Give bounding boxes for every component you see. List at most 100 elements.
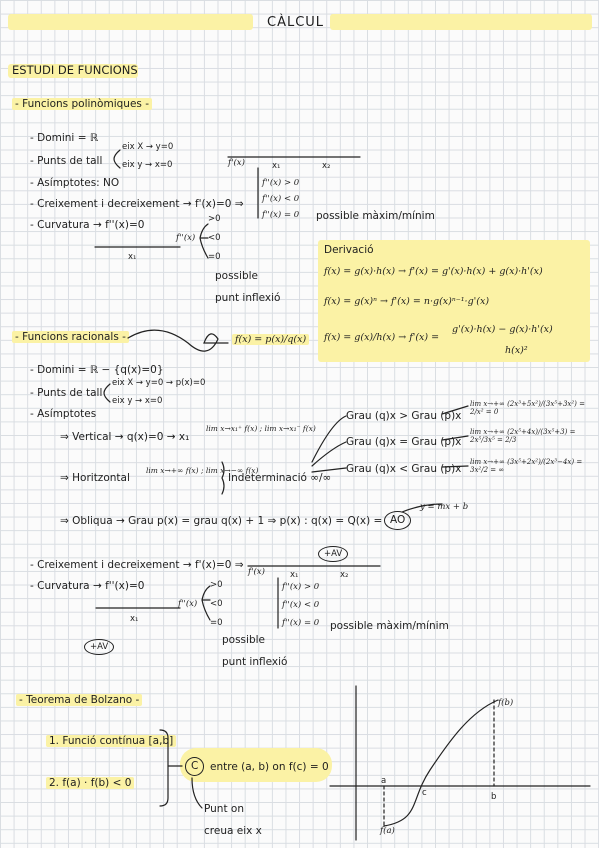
page-title: CÀLCUL [267,15,325,30]
rational-table-f: f'(x) [248,567,265,577]
branch-1 [311,415,347,463]
rational-tall-x: eix X → y=0 → p(x)=0 [112,378,206,388]
rational-lim-3: lim x→+∞ (3x⁵+2x²)/(2x³−4x) = 3x²/2 = ∞ [470,458,583,474]
rational-tall-brace [103,383,111,403]
rational-grau-1: Grau (q)x > Grau (p)x [346,410,462,422]
derivacio-rule3-den: h(x)² [505,345,528,356]
poly-curv-f: f''(x) [176,233,196,243]
lim-arrow-1 [441,405,469,415]
bolzano-bracket [159,729,169,807]
rational-cond1: f''(x) > 0 [282,582,320,592]
rational-lim-2: lim x→+∞ (2x⁵+4x)/(3x⁵+3) = 2x⁵/3x⁵ = 2/… [470,428,576,444]
rational-inflexio-1: possible [222,634,265,646]
rational-grau-2: Grau (q)x = Grau (p)x [346,436,462,448]
derivacio-highlight [318,240,590,362]
rational-curvatura: - Curvatura → f''(x)=0 [30,580,145,592]
derivacio-rule3-num: g'(x)·h(x) − g(x)·h'(x) [452,324,553,335]
derivacio-title: Derivació [324,244,374,256]
derivacio-rule3-lhs: f(x) = g(x)/h(x) → f'(x) = [324,332,440,343]
poly-tall-brace [113,149,121,169]
rational-punts-tall: - Punts de tall [30,387,103,399]
bolzano-graph-c: c [422,788,427,798]
rational-curv-lt0: <0 [210,599,223,609]
rational-domini: - Domini = ℝ − {q(x)=0} [30,364,164,376]
bolzano-c: C [185,757,205,776]
bolzano-result-highlight [180,748,332,782]
rational-swoosh [127,329,229,352]
rational-ao-eq: y = mx + b [420,502,469,512]
poly-curv-lt0: <0 [208,233,221,243]
bolzano-graph-b: b [491,792,497,802]
bolzano-graph-fa: f(a) [380,826,395,836]
rational-curv-gt0: >0 [210,580,223,590]
lim-arrow-2 [441,435,469,441]
rational-fx: f(x) = p(x)/q(x) [232,334,310,345]
lim-arrow-3 [441,465,469,468]
poly-inflexio-1: possible [215,270,258,282]
branch-2 [311,441,347,467]
poly-table-x2: x₂ [322,161,331,171]
rational-vertical: ⇒ Vertical → q(x)=0 → x₁ [60,431,190,443]
poly-creixement: - Creixement i decreixement → f'(x)=0 ⇒ [30,198,244,210]
graph-curve [383,699,499,827]
rational-section-title: - Funcions racionals - [12,331,129,343]
rational-av-top: +AV [318,546,349,562]
poly-cond3: f''(x) = 0 [262,210,300,220]
rational-hor-lims: lim x→+∞ f(x) ; lim x→−∞ f(x) [146,466,259,475]
poly-curv-brace [199,223,209,259]
rational-cond3: f''(x) = 0 [282,618,320,628]
rational-ao: AO [384,511,412,530]
rational-table-x2: x₂ [340,570,349,580]
bolzano-cond-2: 2. f(a) · f(b) < 0 [46,777,135,789]
rational-obliqua: ⇒ Obliqua → Grau p(x) = grau q(x) + 1 ⇒ … [60,515,383,527]
bolzano-punt-arrow [191,777,203,809]
poly-table-x1: x₁ [272,161,281,171]
rational-curv-f: f''(x) [178,599,198,609]
hor-brace [221,461,225,495]
poly-curv-eq0: =0 [208,252,221,262]
poly-tall-x: eix X → y=0 [122,142,174,152]
heading-highlight [8,64,138,78]
bolzano-punt-2: creua eix x [204,825,262,837]
rational-curv-x1: x₁ [130,614,139,624]
poly-section-title: - Funcions polinòmiques - [12,98,153,110]
poly-table-f: f'(x) [228,158,245,168]
poly-asimptotes: - Asímptotes: NO [30,177,120,189]
bolzano-section-title: - Teorema de Bolzano - [16,694,143,706]
bolzano-punt-1: Punt on [204,803,244,815]
poly-cond2: f''(x) < 0 [262,194,300,204]
derivacio-rule2: f(x) = g(x)ⁿ → f'(x) = n·g(x)ⁿ⁻¹·g'(x) [324,296,490,307]
rational-inflexio-2: punt inflexió [222,656,288,668]
rational-max-min: possible màxim/mínim [330,620,449,632]
rational-av-bottom: +AV [84,639,115,655]
poly-cond1: f''(x) > 0 [262,178,300,188]
poly-curv-gt0: >0 [208,214,221,224]
poly-domini: - Domini = ℝ [30,132,99,144]
rational-curv-eq0: =0 [210,618,223,628]
rational-asimptotes: - Asímptotes [30,408,97,420]
rational-table-x1: x₁ [290,570,299,580]
rational-horitzontal: ⇒ Horitzontal [60,472,130,484]
branch-3 [311,467,347,473]
rational-cond2: f''(x) < 0 [282,600,320,610]
rational-tall-y: eix y → x=0 [112,396,163,406]
ao-arrow [401,503,443,513]
poly-curv-x1: x₁ [128,252,137,262]
poly-curvatura: - Curvatura → f''(x)=0 [30,219,145,231]
poly-punts-tall: - Punts de tall [30,155,103,167]
section-heading: ESTUDI DE FUNCIONS [12,63,138,77]
rational-indeterminacio: Indeterminació ∞/∞ [228,472,332,484]
title-highlight-left [8,14,253,30]
derivacio-rule1: f(x) = g(x)·h(x) → f'(x) = g'(x)·h(x) + … [324,266,543,277]
rational-lim-1: lim x→+∞ (2x³+5x²)/(3x⁵+3x²) = 2/x² = 0 [470,400,586,416]
rational-vert-lims: lim x→x₁⁺ f(x) ; lim x→x₁⁻ f(x) [206,424,316,433]
bolzano-graph-fb: f(b) [498,698,514,708]
rational-creixement: - Creixement i decreixement → f'(x)=0 ⇒ [30,559,244,571]
poly-max-min: possible màxim/mínim [316,210,435,222]
bolzano-cond-1: 1. Funció contínua [a,b] [46,735,177,747]
poly-tall-y: eix y → x=0 [122,160,173,170]
poly-inflexio-2: punt inflexió [215,292,281,304]
title-highlight-right [330,14,592,30]
